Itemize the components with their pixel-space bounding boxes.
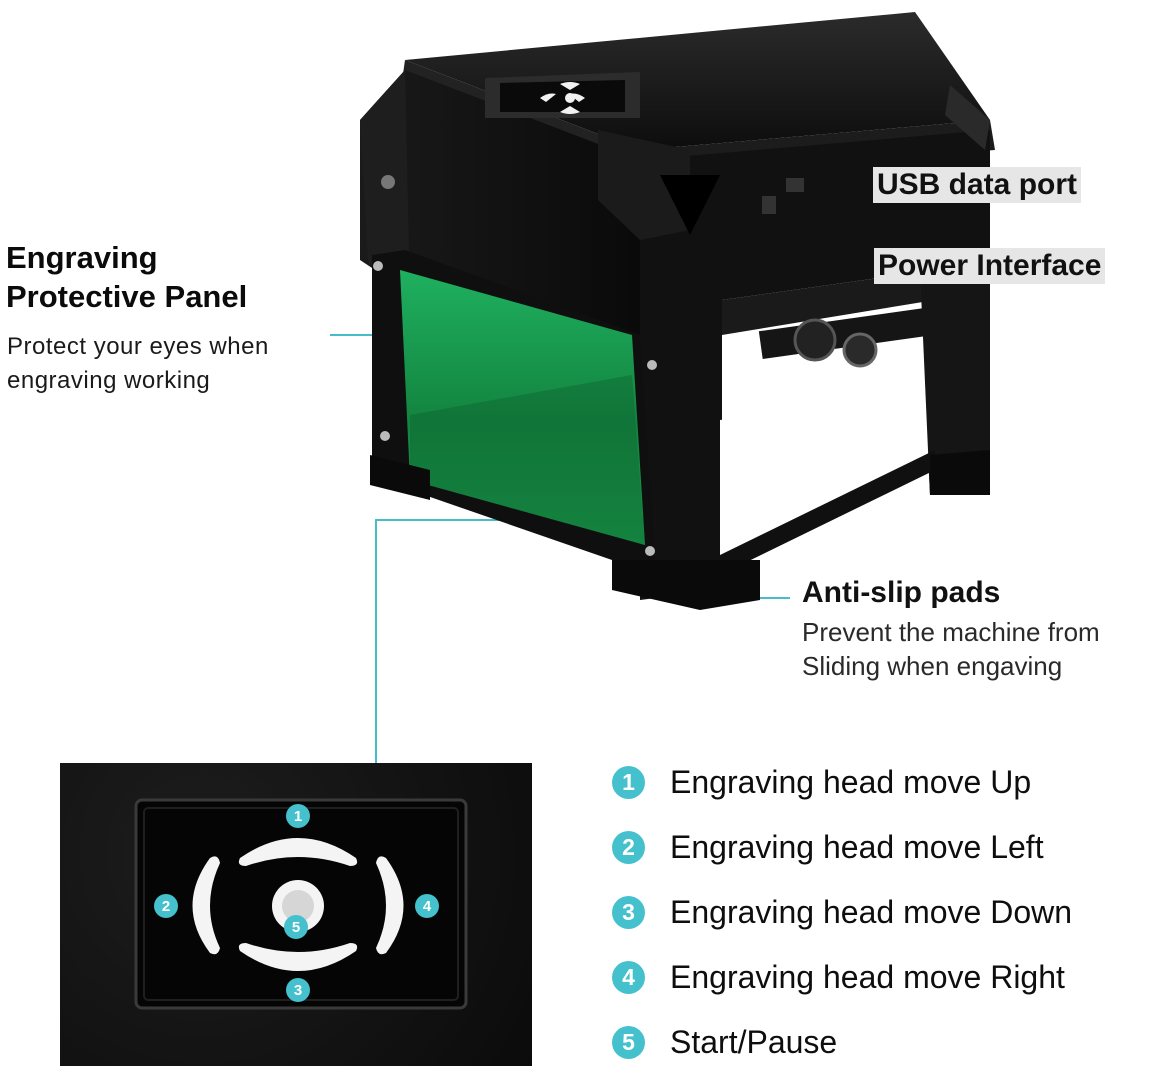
protective-panel-desc-line2: engraving working — [7, 367, 211, 394]
keypad-badge-4: 4 — [423, 898, 432, 915]
keypad-left-button[interactable] — [192, 856, 221, 955]
legend-item-text: Engraving head move Down — [670, 894, 1073, 930]
legend-item: 4 Engraving head move Right — [612, 955, 1142, 1020]
keypad-badge-3: 3 — [294, 982, 302, 999]
legend-item: 3 Engraving head move Down — [612, 890, 1142, 955]
legend-item: 1 Engraving head move Up — [612, 760, 1142, 825]
number-1-icon: 1 — [612, 766, 645, 799]
legend-item-text: Start/Pause — [670, 1024, 838, 1060]
keypad-right-button[interactable] — [376, 856, 404, 955]
keypad-badge-5: 5 — [292, 919, 300, 936]
legend-item-text: Engraving head move Up — [670, 764, 1032, 800]
keypad-down-button[interactable] — [238, 943, 358, 971]
number-3-icon: 3 — [612, 896, 645, 929]
anti-slip-desc-line1: Prevent the machine from — [802, 617, 1100, 647]
anti-slip-title: Anti-slip pads — [802, 576, 1001, 609]
protective-panel-title-line1: Engraving — [6, 240, 158, 275]
protective-panel-description: Protect your eyes when engraving working — [7, 330, 337, 398]
anti-slip-description: Prevent the machine from Sliding when en… — [802, 615, 1100, 683]
protective-panel-title-line2: Protective Panel — [6, 279, 248, 314]
usb-port-label: USB data port — [873, 167, 1082, 203]
keypad-badge-1: 1 — [294, 808, 302, 825]
protective-panel-desc-line1: Protect your eyes when — [7, 333, 269, 360]
protective-panel-title: Engraving Protective Panel — [6, 238, 326, 316]
legend-item-text: Engraving head move Left — [670, 829, 1044, 865]
keypad-up-button[interactable] — [238, 838, 358, 866]
keypad-closeup: 1 2 3 4 5 — [60, 763, 532, 1066]
legend-item-text: Engraving head move Right — [670, 959, 1065, 995]
number-4-icon: 4 — [612, 961, 645, 994]
legend-item: 5 Start/Pause — [612, 1020, 1142, 1085]
power-interface-label: Power Interface — [874, 248, 1106, 284]
keypad-badge-2: 2 — [162, 898, 170, 915]
keypad-legend: 1 Engraving head move Up 2 Engraving hea… — [612, 760, 1142, 1085]
number-5-icon: 5 — [612, 1026, 645, 1059]
keypad-illustration: 1 2 3 4 5 — [134, 798, 468, 1010]
legend-item: 2 Engraving head move Left — [612, 825, 1142, 890]
anti-slip-desc-line2: Sliding when engaving — [802, 651, 1063, 681]
number-2-icon: 2 — [612, 831, 645, 864]
